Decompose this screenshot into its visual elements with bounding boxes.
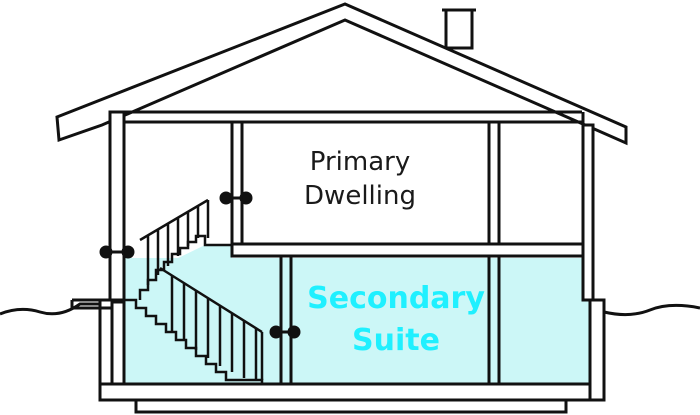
main-floor-slab <box>230 242 585 258</box>
door-symbol-primary <box>219 191 253 205</box>
secondary-suite-line-1: Secondary <box>307 281 485 316</box>
door-symbol-entry <box>99 245 135 259</box>
primary-dwelling-line-1: Primary <box>309 147 411 177</box>
secondary-suite-label: Secondary Suite <box>296 278 496 362</box>
secondary-suite-fill <box>124 258 590 384</box>
chimney <box>444 8 474 50</box>
door-symbol-suite <box>269 325 301 339</box>
ground-line-right <box>603 303 700 317</box>
secondary-suite-line-2: Suite <box>352 323 440 358</box>
footing-base <box>134 398 568 414</box>
basement-stair-zone-fill <box>124 245 232 300</box>
foundation-footing-right <box>588 298 606 402</box>
upper-staircase <box>138 198 232 300</box>
primary-dwelling-line-2: Dwelling <box>304 181 416 211</box>
upper-right-wall <box>581 123 595 302</box>
primary-wall-right <box>487 120 501 246</box>
primary-wall-left <box>230 120 244 246</box>
upper-left-wall <box>108 110 126 304</box>
foundation-slab <box>98 382 606 402</box>
primary-dwelling-label: Primary Dwelling <box>300 145 420 213</box>
lower-staircase <box>124 266 264 384</box>
